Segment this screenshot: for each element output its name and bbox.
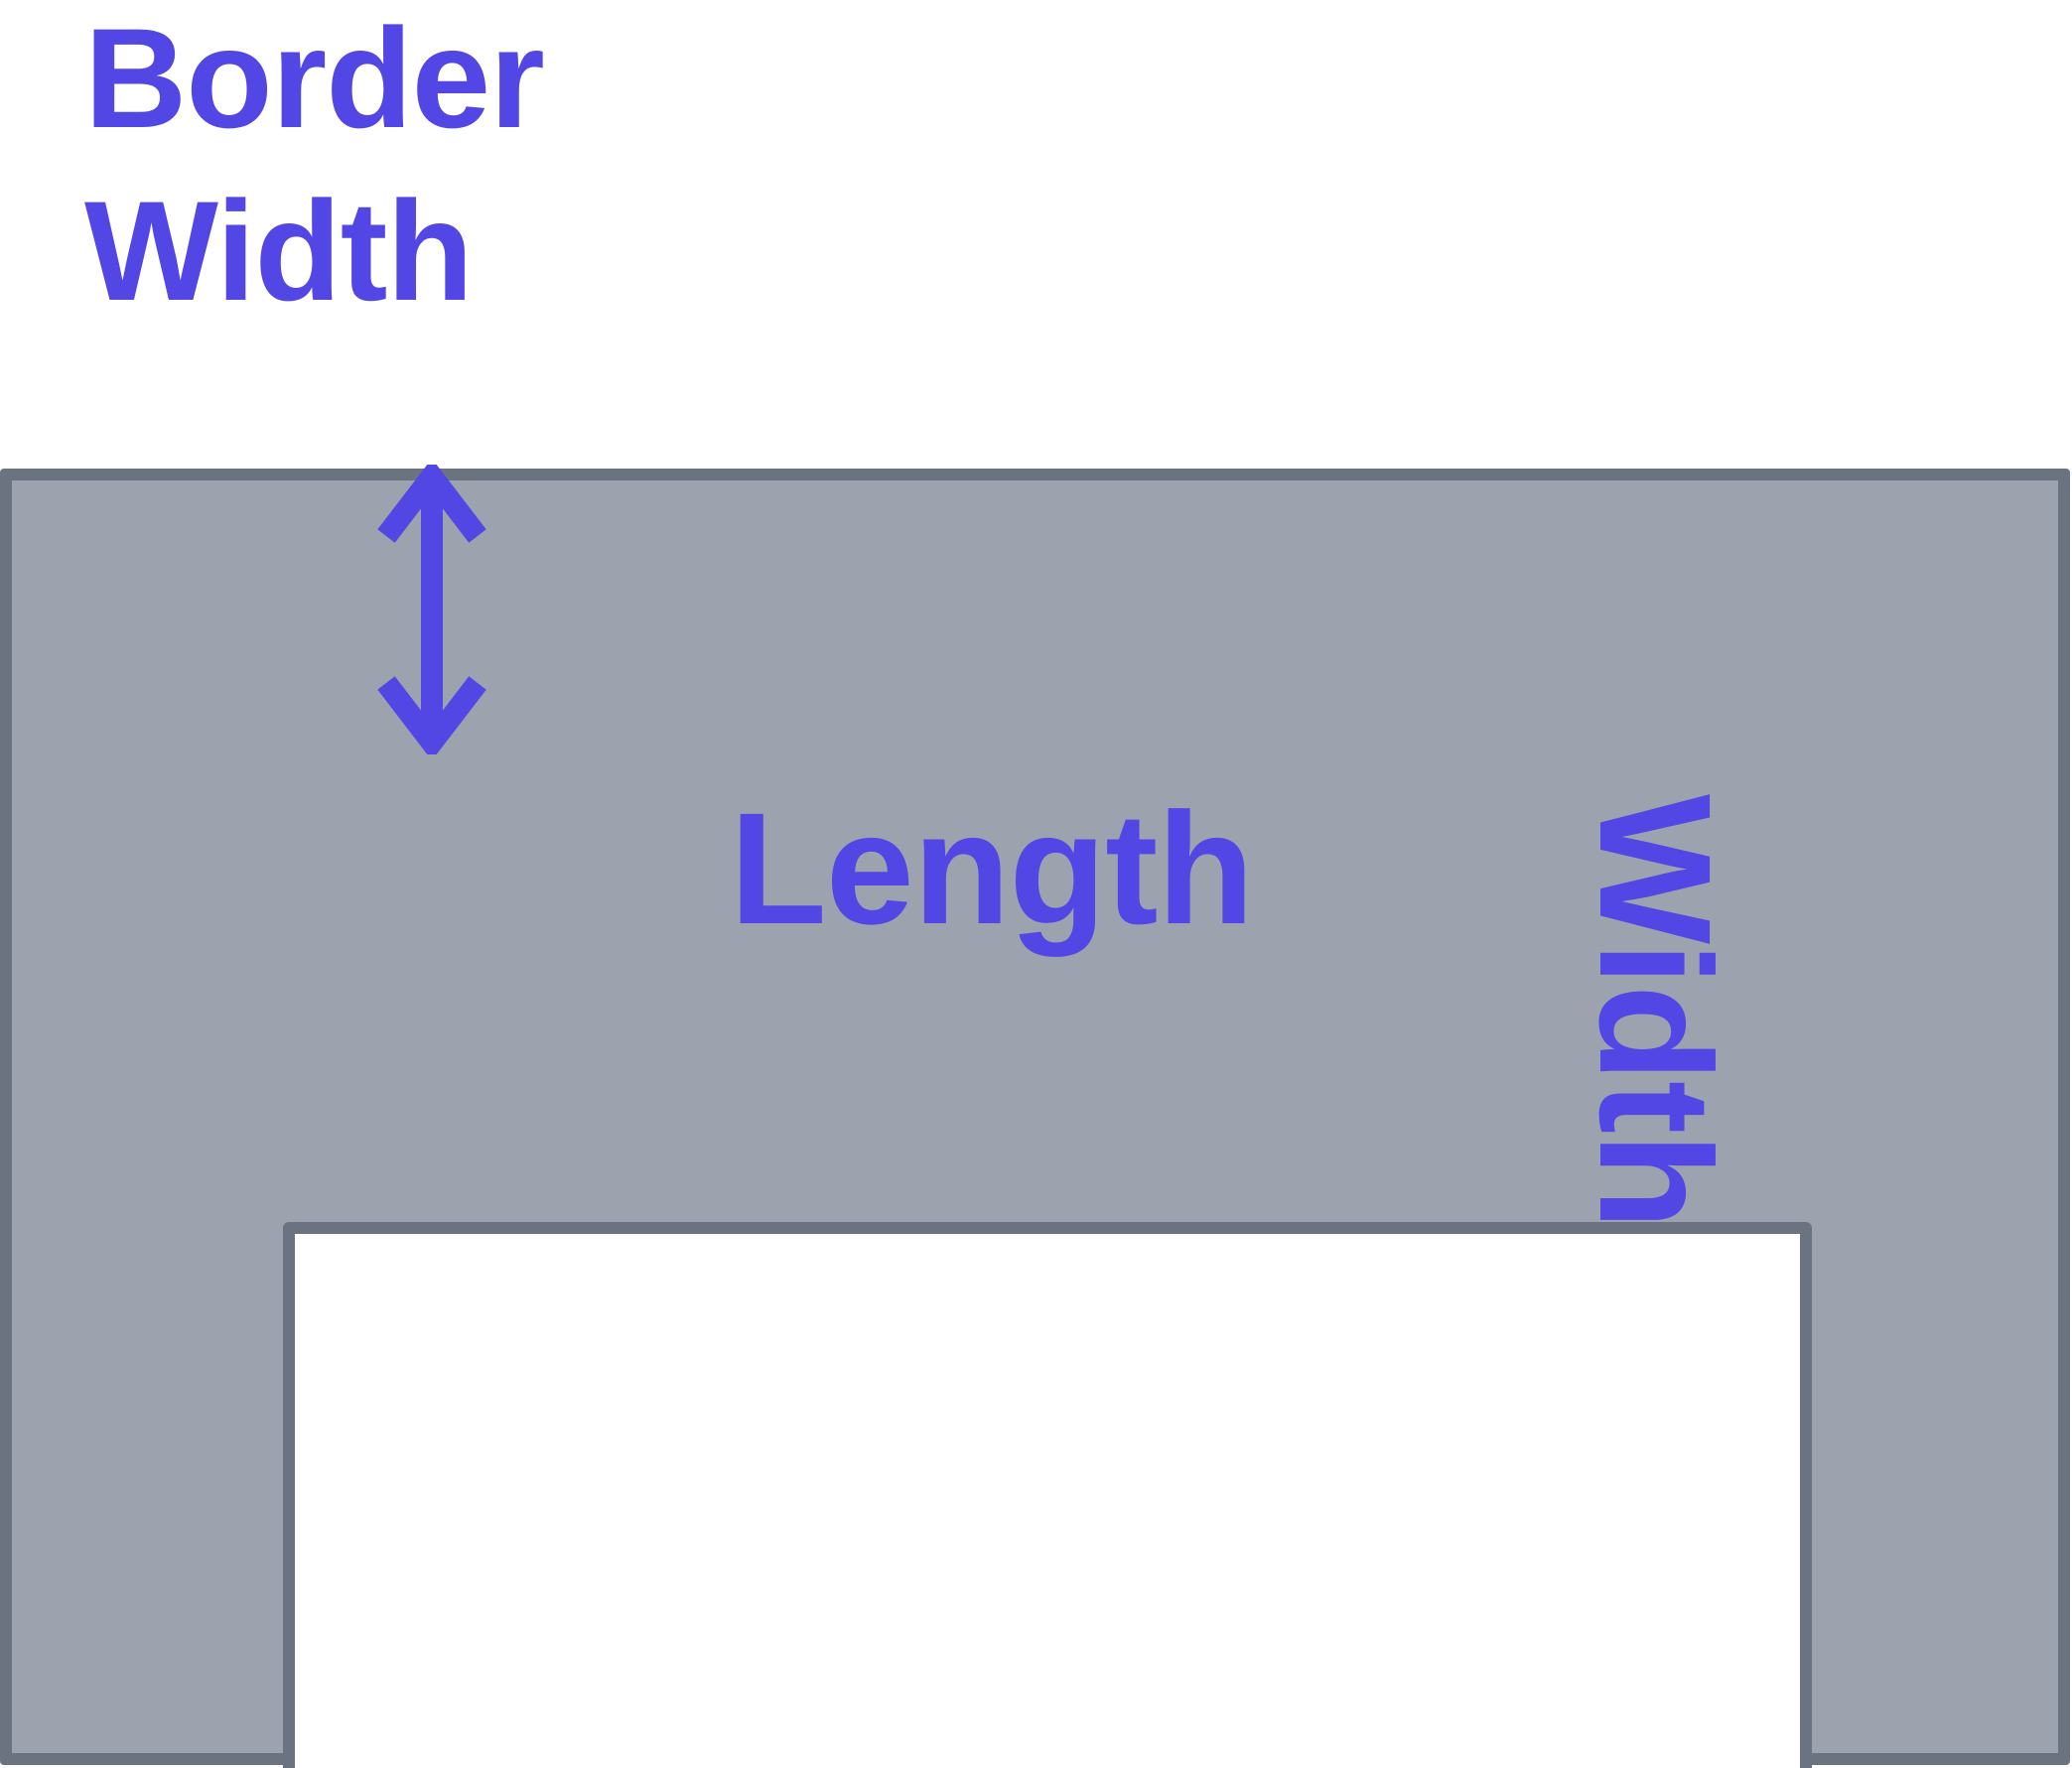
width-label-container: Width (1567, 794, 1744, 1271)
inner-white-rectangle (283, 1222, 1812, 1768)
border-width-title: Border Width (84, 0, 545, 332)
length-label: Length (730, 779, 1254, 957)
border-width-double-arrow (372, 465, 491, 754)
double-arrow-icon (377, 465, 486, 754)
bordered-outer-rectangle (0, 469, 2070, 1768)
width-label: Width (1567, 794, 1744, 1229)
